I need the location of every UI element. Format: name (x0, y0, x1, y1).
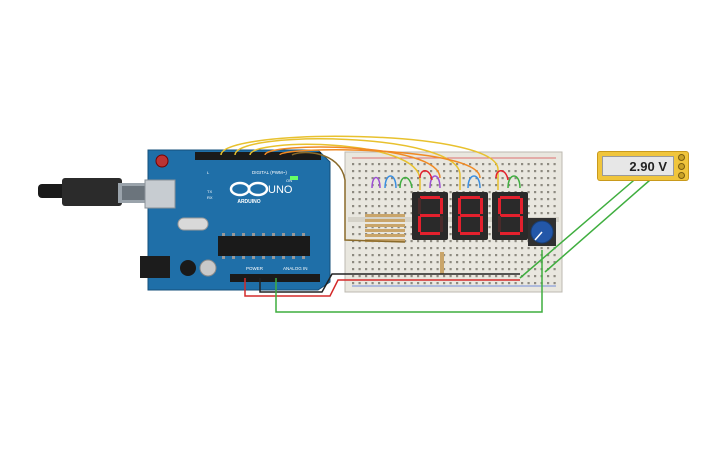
resistor (440, 252, 444, 274)
segment-e (418, 216, 421, 232)
multimeter-terminal-2[interactable] (678, 163, 685, 170)
brand-label: ARDUINO (237, 199, 260, 205)
segment-g (500, 214, 520, 217)
usb-cable[interactable] (38, 178, 150, 206)
segment-f (418, 198, 421, 214)
on-label: ON (286, 178, 292, 183)
segment-d (460, 232, 480, 235)
segment-c (440, 216, 443, 232)
power-label: POWER (246, 266, 264, 271)
segment-f (498, 198, 501, 214)
model-label: UNO (268, 184, 293, 196)
segment-g (460, 214, 480, 217)
segment-b (440, 198, 443, 214)
rx-label: RX (207, 195, 213, 200)
segment-a (460, 196, 480, 199)
display-segments (418, 196, 523, 235)
wires (220, 135, 651, 313)
multimeter[interactable]: 2.90 V (598, 152, 688, 180)
segment-d (420, 232, 440, 235)
multimeter-terminal-3[interactable] (678, 172, 685, 179)
resistor-bank (365, 214, 405, 242)
multimeter-reading: 2.90 V (602, 156, 674, 176)
segment-g (420, 214, 440, 217)
segment-b (480, 198, 483, 214)
l-label: L (207, 170, 210, 175)
chip-pins (222, 233, 305, 259)
analog-label: ANALOG IN (283, 266, 308, 271)
segment-c (520, 216, 523, 232)
power-led (290, 176, 298, 180)
tx-label: TX (207, 189, 212, 194)
segment-a (420, 196, 440, 199)
segment-e (498, 216, 501, 232)
multimeter-terminal-1[interactable] (678, 154, 685, 161)
segment-a (500, 196, 520, 199)
segment-c (480, 216, 483, 232)
power-analog-header[interactable] (230, 274, 320, 282)
segment-f (458, 198, 461, 214)
potentiometer[interactable] (528, 218, 556, 246)
segment-b (520, 198, 523, 214)
digital-header[interactable] (195, 152, 321, 160)
segment-e (458, 216, 461, 232)
arduino-uno-board[interactable]: ARDUINO UNO DIGITAL (PWM~) POWER ANALOG … (140, 149, 331, 291)
digital-label: DIGITAL (PWM~) (252, 170, 287, 175)
segment-d (500, 232, 520, 235)
